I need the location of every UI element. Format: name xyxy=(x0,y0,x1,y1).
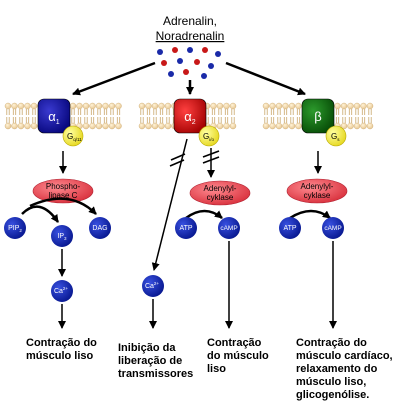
molecule-camp-alpha2: cAMP xyxy=(218,217,240,239)
molecule-atp-beta: ATP xyxy=(279,217,301,239)
receptor-alpha2: α2 xyxy=(173,98,207,134)
effect-alpha2-inhibition-line-2: liberação de xyxy=(118,355,182,367)
effect-beta-line-3: relaxamento do xyxy=(296,363,378,375)
receptor-alpha1: α1 xyxy=(37,98,71,134)
arrow-to-beta xyxy=(225,61,306,96)
effect-beta-line-4: músculo liso, xyxy=(296,376,366,388)
camp-beta-label: cAMP xyxy=(324,225,341,232)
effect-alpha2-contraction: Contração do músculo liso xyxy=(207,337,269,375)
molecule-dag: DAG xyxy=(89,217,111,239)
atp-alpha2-label: ATP xyxy=(179,225,192,232)
svg-text:Ca2+: Ca2+ xyxy=(145,281,159,290)
gio-g: G xyxy=(203,132,209,141)
effect-beta-line-5: glicogenólise. xyxy=(296,389,369,401)
plc-label-line-1: Phospho- xyxy=(46,182,81,191)
molecule-calcium-alpha1: Ca2+ xyxy=(51,280,73,302)
gs-g: G xyxy=(331,132,337,141)
svg-text:α1: α1 xyxy=(48,109,60,126)
svg-text:α2: α2 xyxy=(184,109,196,126)
ligand-molecules xyxy=(157,47,221,79)
ac-beta-label-line-1: Adenylyl- xyxy=(301,182,334,191)
ip3-subscript: 3 xyxy=(64,236,67,241)
effect-beta: Contração do músculo cardíaco, relaxamen… xyxy=(296,337,393,401)
alpha1-symbol: α xyxy=(48,109,56,124)
svg-text:IP3: IP3 xyxy=(57,233,67,241)
gprotein-gs: Gs xyxy=(325,125,347,147)
ac-alpha2-label-line-1: Adenylyl- xyxy=(204,184,237,193)
molecule-pip2: PIP2 xyxy=(4,217,26,239)
effect-alpha2-contraction-line-2: do músculo xyxy=(207,350,269,362)
svg-text:Gi/o: Gi/o xyxy=(203,132,214,142)
arrow-to-alpha1 xyxy=(72,61,156,96)
inhibition-marks xyxy=(169,150,220,167)
gs-subscript: s xyxy=(337,137,340,142)
gprotein-gio: Gi/o xyxy=(198,125,220,147)
svg-text:PIP2: PIP2 xyxy=(8,225,22,233)
pip2-subscript: 2 xyxy=(19,228,22,233)
ac-alpha2-label-line-2: cyklase xyxy=(207,193,234,202)
arc-pip2-to-ip3 xyxy=(21,205,60,223)
effect-alpha2-contraction-line-1: Contração xyxy=(207,337,262,349)
effect-alpha1-line-2: músculo liso xyxy=(26,350,94,362)
effect-beta-line-2: músculo cardíaco, xyxy=(296,350,393,362)
receptor-beta: β xyxy=(301,98,335,134)
arrow-alpha2-to-calcium xyxy=(151,138,188,271)
molecule-ip3: IP3 xyxy=(51,225,73,247)
effect-alpha1-line-1: Contração do xyxy=(26,337,97,349)
gprotein-gq11: Gq/11 xyxy=(62,125,84,147)
title-line-2: Noradrenalin xyxy=(156,29,225,43)
pip2-main: PIP xyxy=(8,225,20,232)
dag-label: DAG xyxy=(92,225,107,232)
alpha1-subscript: 1 xyxy=(56,119,60,126)
alpha2-symbol: α xyxy=(184,109,192,124)
beta-symbol: β xyxy=(314,109,321,124)
effect-alpha2-contraction-line-3: liso xyxy=(207,363,226,375)
alpha2-subscript: 2 xyxy=(192,119,196,126)
ca-alpha2-superscript: 2+ xyxy=(154,281,160,286)
arc-pip2-to-dag xyxy=(29,197,97,215)
ac-beta-label-line-2: cyklase xyxy=(304,191,331,200)
effect-alpha1: Contração do músculo liso xyxy=(26,337,97,362)
plc-label-line-2: lipase C xyxy=(49,191,78,200)
arc-atp-to-camp-alpha2 xyxy=(185,209,223,220)
ca-alpha2-main: Ca xyxy=(145,283,154,290)
gq11-subscript: q/11 xyxy=(73,137,82,142)
svg-text:Gq/11: Gq/11 xyxy=(67,132,82,142)
molecule-calcium-alpha2: Ca2+ xyxy=(142,275,164,297)
enzyme-adenylyl-cyclase-beta: Adenylyl- cyklase xyxy=(286,178,348,204)
enzyme-phospholipase-c: Phospho- lipase C xyxy=(32,178,94,204)
title-line-1: Adrenalin, xyxy=(163,14,217,28)
effect-alpha2-inhibition-line-3: transmissores xyxy=(118,368,193,380)
gio-subscript: i/o xyxy=(209,137,214,142)
arc-atp-to-camp-beta xyxy=(289,209,331,220)
effect-alpha2-inhibition-line-1: Inibição da xyxy=(118,342,176,354)
ca-alpha1-main: Ca xyxy=(54,288,63,295)
svg-text:Ca2+: Ca2+ xyxy=(54,286,68,295)
effect-alpha2-inhibition: Inibição da liberação de transmissores xyxy=(118,342,193,380)
camp-alpha2-label: cAMP xyxy=(220,225,237,232)
effect-beta-line-1: Contração do xyxy=(296,337,367,349)
ca-alpha1-superscript: 2+ xyxy=(63,286,69,291)
ip3-main: IP xyxy=(57,233,64,240)
svg-text:Gs: Gs xyxy=(331,132,340,142)
molecule-camp-beta: cAMP xyxy=(322,217,344,239)
svg-text:β: β xyxy=(314,109,321,124)
gq11-g: G xyxy=(67,132,73,141)
molecule-atp-alpha2: ATP xyxy=(175,217,197,239)
atp-beta-label: ATP xyxy=(283,225,296,232)
enzyme-adenylyl-cyclase-alpha2: Adenylyl- cyklase xyxy=(189,180,251,206)
